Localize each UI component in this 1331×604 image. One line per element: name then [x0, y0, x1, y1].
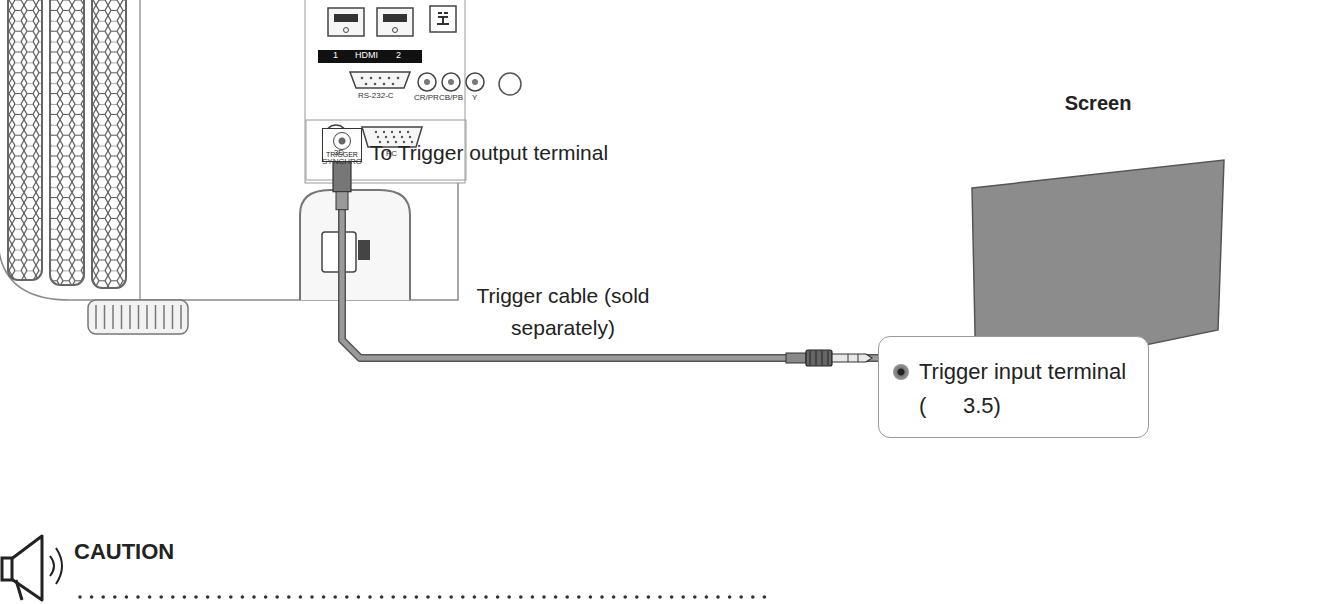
cable-label: Trigger cable (sold separately): [468, 280, 658, 344]
trigger-jack: [333, 132, 351, 150]
callout-text: ( 3.5): [919, 389, 1126, 423]
plug-top: [333, 162, 351, 210]
port-label: CR/PR: [414, 94, 439, 103]
trigger-cable: [342, 162, 878, 358]
cable-outline: [342, 162, 878, 358]
adjust-foot: [88, 300, 188, 334]
caution-icon: [2, 536, 62, 600]
callout-label: To Trigger output terminal: [370, 141, 608, 164]
port-label: CB/PB: [439, 94, 463, 103]
port-label: Y: [472, 94, 477, 103]
trigger-input-callout: Trigger input terminal( 3.5): [878, 336, 1149, 438]
power-inlet: [300, 190, 410, 300]
caution-heading: CAUTION: [74, 540, 174, 564]
callout-text: Trigger input terminal: [919, 355, 1126, 389]
port-label: 3D SYNCHRO: [322, 149, 356, 167]
jack-icon: [893, 364, 909, 380]
port-label: 2: [396, 51, 401, 61]
port-label: 1: [333, 51, 338, 61]
port-label: RS-232-C: [358, 92, 394, 101]
vent-grille: [8, 0, 140, 300]
dotted-rule: [78, 595, 766, 599]
screen-title: Screen: [958, 88, 1238, 114]
port-label: HDMI: [355, 51, 378, 61]
plug-end: [786, 350, 872, 366]
